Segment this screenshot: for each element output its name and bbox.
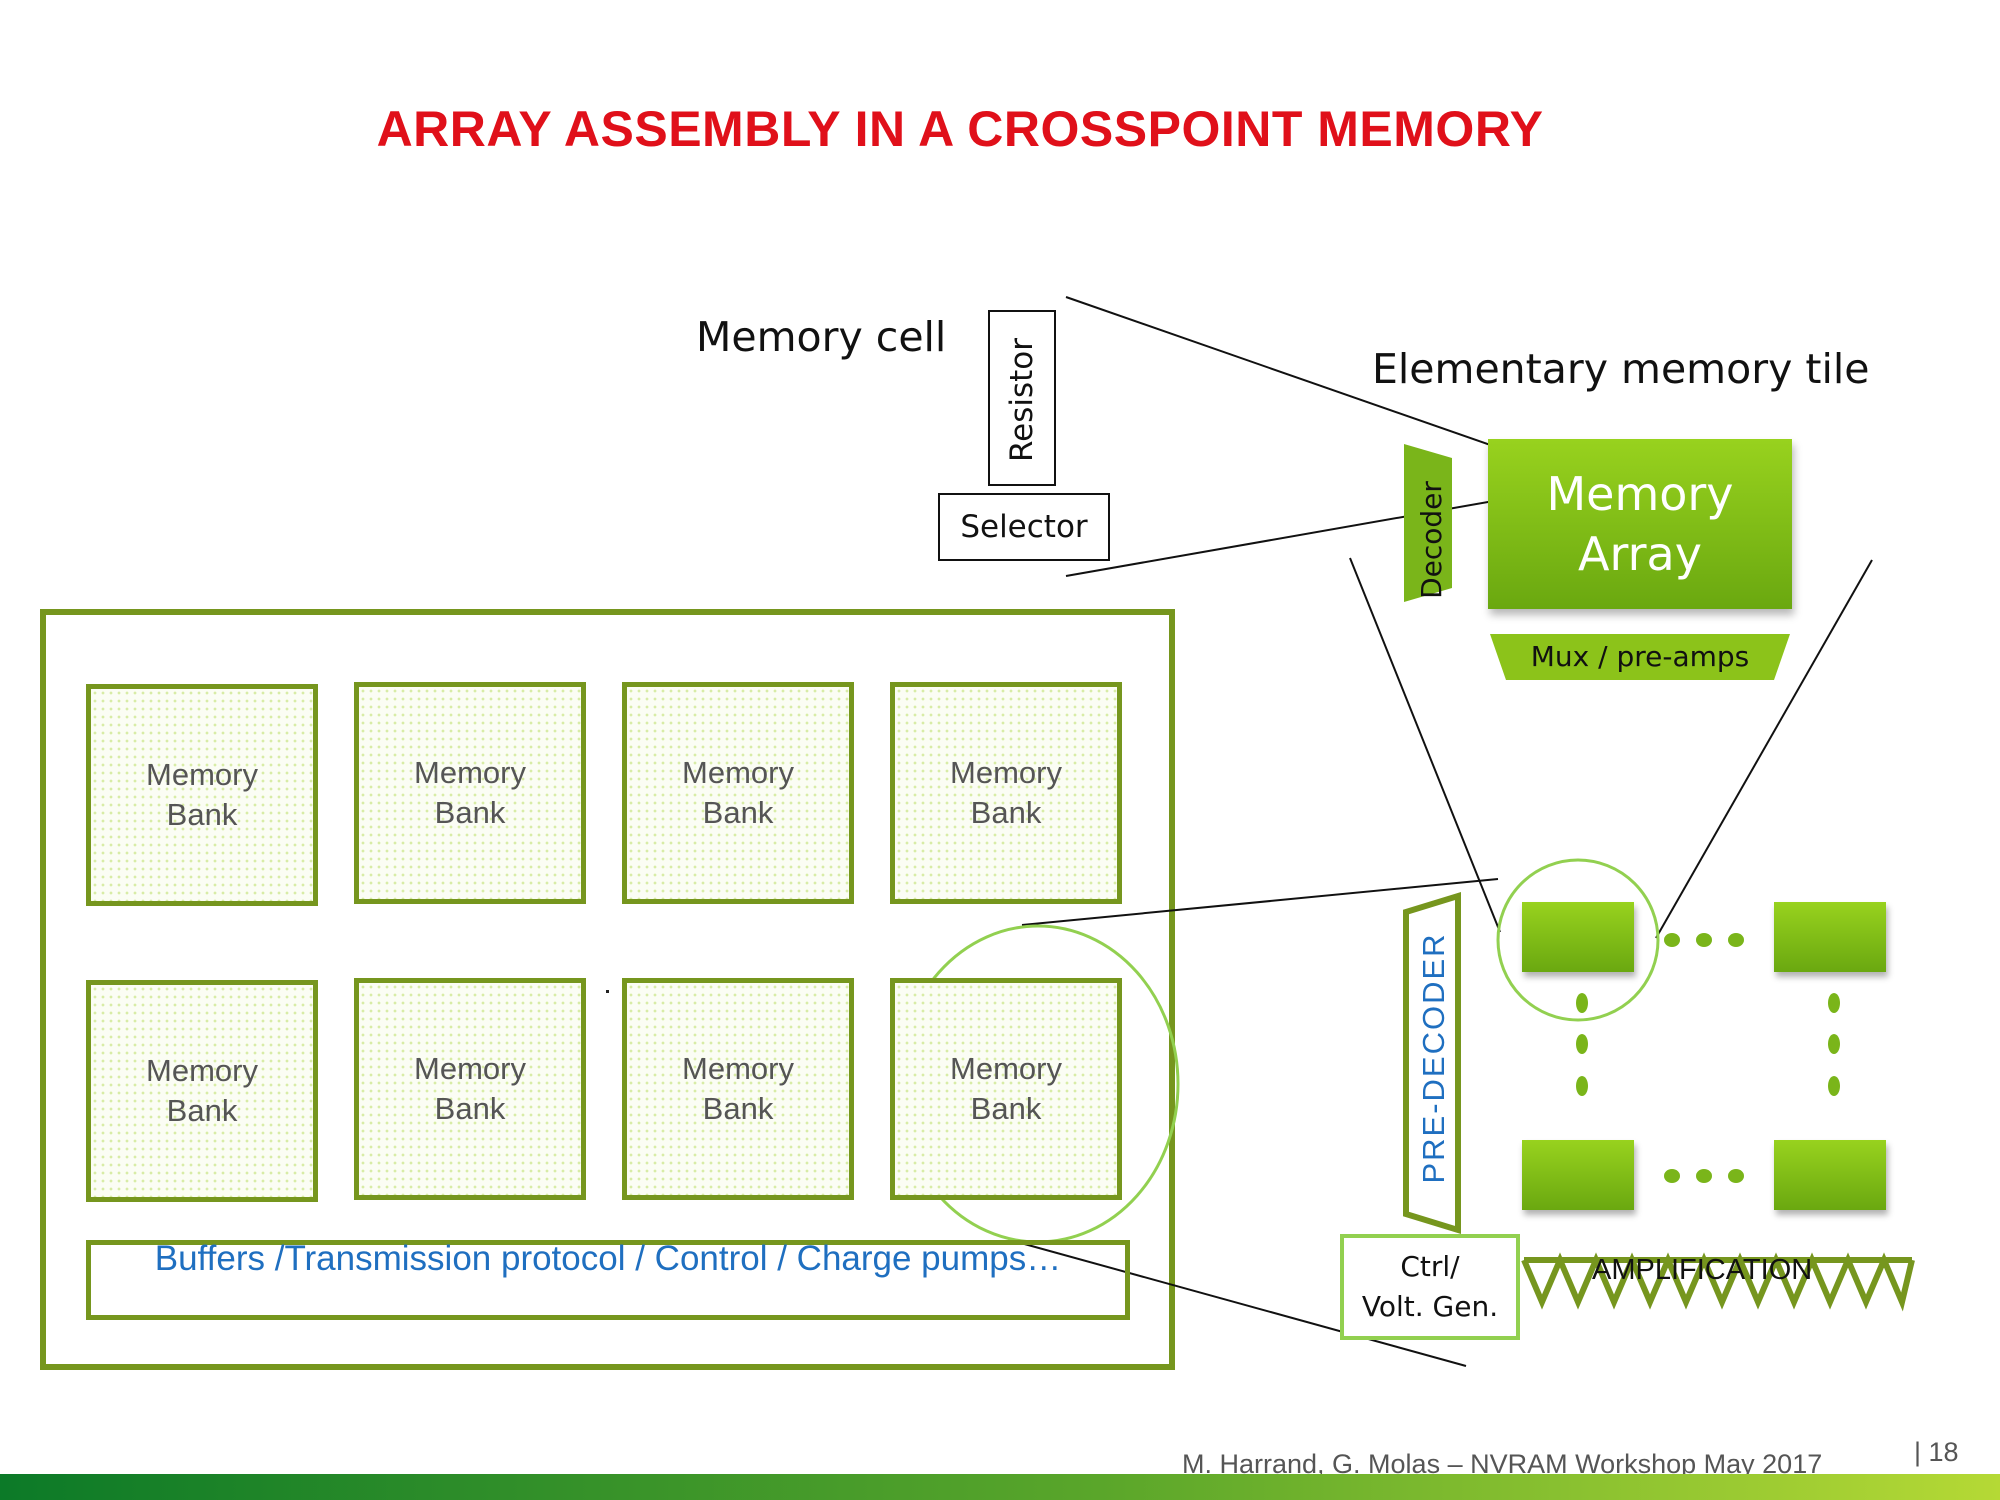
predecoder-label: PRE-DECODER (1416, 932, 1451, 1184)
ctrl-label: Ctrl/ Volt. Gen. (1361, 1250, 1499, 1323)
tile-block (1774, 1140, 1886, 1210)
memory-bank-label: Memory Bank (950, 755, 1062, 830)
memory-bank: Memory Bank (890, 978, 1122, 1200)
mux-shape (1490, 634, 1790, 680)
chip-outline (40, 609, 1175, 1370)
tile-block (1522, 902, 1634, 972)
tile-highlight-circle (1496, 858, 1660, 1022)
memory-array-label: Memory Array (1546, 467, 1734, 581)
memory-bank-label: Memory Bank (414, 755, 526, 830)
amplification-shape (1521, 1252, 1915, 1312)
tile-block (1774, 902, 1886, 972)
footer-bar (0, 1474, 2000, 1500)
memory-bank-label: Memory Bank (682, 1051, 794, 1126)
memory-cell-label: Memory cell (696, 313, 947, 361)
zoom-line-cell-bottom (1065, 491, 1546, 577)
memory-array-block: Memory Array (1488, 439, 1792, 609)
predecoder-shape (1403, 891, 1461, 1235)
memory-bank-label: Memory Bank (146, 1053, 258, 1128)
memory-bank-label: Memory Bank (682, 755, 794, 830)
decoder-shape (1404, 444, 1452, 602)
zoom-line-bank-bottom (1009, 1239, 1467, 1367)
tile-block (1522, 1140, 1634, 1210)
mux-label: Mux / pre-amps (1530, 640, 1750, 673)
resistor-box (988, 310, 1056, 486)
stray-dot (606, 990, 609, 993)
zoom-line-bank-top (1021, 878, 1499, 926)
memory-bank: Memory Bank (86, 980, 318, 1202)
memory-bank: Memory Bank (890, 682, 1122, 904)
selector-label: Selector (960, 509, 1088, 545)
amplification-label: AMPLIFICATION (1592, 1254, 1813, 1286)
tile-dots (1576, 933, 1840, 1183)
buffers-label: Buffers /Transmission protocol / Control… (154, 1239, 1062, 1278)
memory-bank: Memory Bank (622, 978, 854, 1200)
buffers-strip (86, 1240, 1130, 1320)
page-number: | 18 (1914, 1437, 1959, 1467)
slide-title: ARRAY ASSEMBLY IN A CROSSPOINT MEMORY (376, 101, 1544, 157)
resistor-label: Resistor (1004, 338, 1040, 462)
memory-bank: Memory Bank (86, 684, 318, 906)
memory-tile-label: Elementary memory tile (1372, 345, 1870, 393)
selector-box: Selector (938, 493, 1110, 561)
zoom-line-cell-top (1065, 296, 1563, 471)
memory-bank-label: Memory Bank (414, 1051, 526, 1126)
memory-bank: Memory Bank (354, 682, 586, 904)
memory-bank-label: Memory Bank (146, 757, 258, 832)
ctrl-box: Ctrl/ Volt. Gen. (1340, 1234, 1520, 1340)
decoder-label: Decoder (1415, 481, 1448, 599)
memory-bank: Memory Bank (354, 978, 586, 1200)
zoom-line-tile-right (1655, 559, 1873, 939)
memory-bank: Memory Bank (622, 682, 854, 904)
memory-bank-label: Memory Bank (950, 1051, 1062, 1126)
zoom-line-tile-left (1349, 557, 1501, 933)
